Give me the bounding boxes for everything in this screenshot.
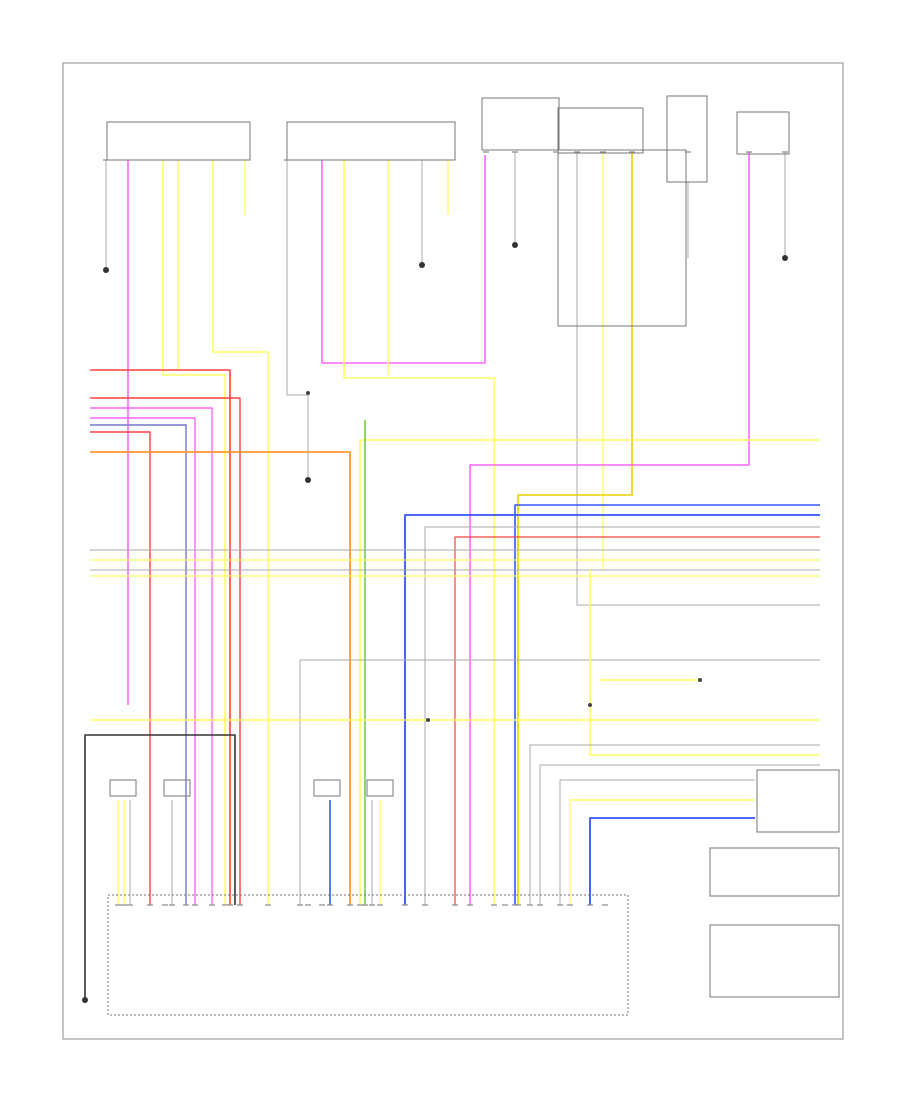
wire-blue-1 [404,514,820,905]
ground-icon-g [82,997,88,1003]
wire-purple-1 [90,424,187,905]
wire-grey-7 [539,764,820,905]
splice-dot-3 [588,703,592,707]
top-subframe [557,149,687,327]
wire-layer [84,152,820,1000]
sub-connector-3 [366,779,394,797]
right-module-box [756,769,840,833]
wire-blue-3 [589,817,755,905]
splice-dot-4 [426,718,430,722]
wire-pink-2 [321,155,486,364]
wire-red-3 [90,431,151,905]
bottom-control-module [107,894,629,1016]
top-module-2 [286,121,456,161]
right-relay-1 [709,847,840,897]
ground-icon-a [103,267,109,273]
sub-connector-0 [109,779,137,797]
diagram-frame [62,62,844,1040]
top-switch-4 [557,107,644,154]
wire-yellow-8 [517,152,633,905]
wire-red-1 [90,369,231,905]
wire-yellow-4 [343,160,495,905]
wire-blue-2 [514,504,820,905]
splice-dot-2 [306,391,310,395]
top-module-1 [106,121,251,161]
wire-grey-8 [559,779,755,905]
wire-yellow-2 [212,160,269,905]
wire-grey-2 [424,526,820,905]
top-switch-6 [736,111,790,155]
wire-grey-5 [299,659,820,905]
component-layer [82,95,840,1016]
wire-yellow-1 [162,160,226,905]
wire-yellow-9 [359,439,820,905]
wire-pink-3 [469,152,750,905]
wire-grey-6 [529,744,820,905]
ground-icon-f [782,255,788,261]
top-switch-3 [481,97,560,151]
wire-yellow-15 [569,799,755,905]
sub-connector-2 [313,779,341,797]
wire-ground-bus [84,734,236,1000]
wire-yellow-12 [589,570,820,756]
right-relay-2 [709,924,840,998]
wire-red-2 [90,397,241,905]
wire-pink-4 [90,407,213,905]
ground-icon-d [512,242,518,248]
top-sensor-5 [666,95,708,183]
sub-connector-1 [163,779,191,797]
wire-red-4 [454,536,820,905]
wire-grey-long [576,152,820,606]
ground-icon-b [305,477,311,483]
wire-drop-b [286,160,309,480]
wire-pink-5 [90,417,196,905]
wire-orange-1 [90,451,351,905]
splice-dot-1 [698,678,702,682]
ground-icon-c [419,262,425,268]
